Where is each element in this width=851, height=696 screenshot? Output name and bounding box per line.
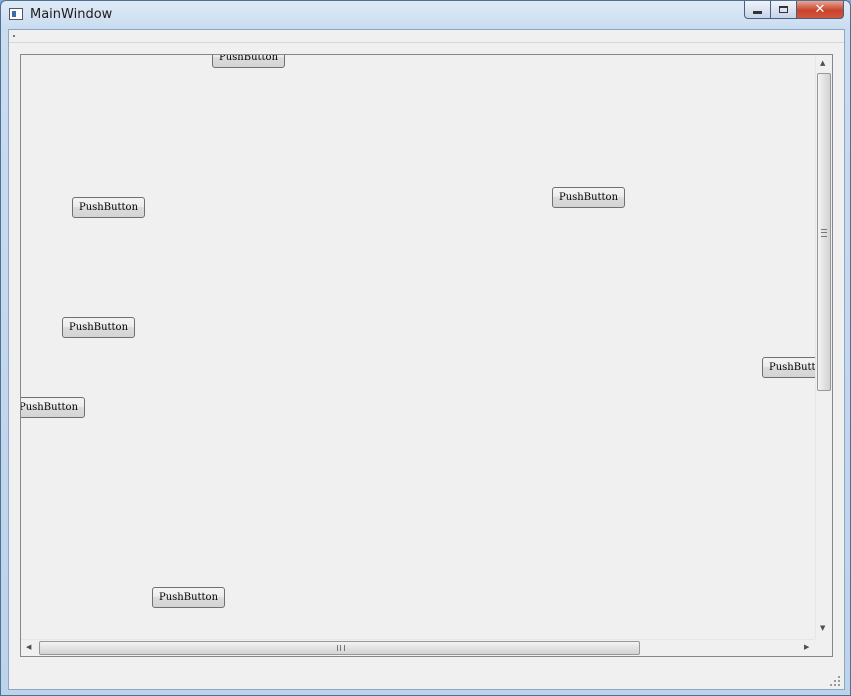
arrow-up-icon[interactable]: ▲ bbox=[820, 59, 826, 67]
close-button[interactable]: ✕ bbox=[797, 1, 844, 19]
vertical-scrollbar[interactable]: ▲ ▼ bbox=[815, 55, 832, 640]
push-button-7[interactable]: PushButton bbox=[152, 587, 225, 608]
app-window-icon[interactable] bbox=[9, 8, 23, 20]
horizontal-scrollbar[interactable]: ◀ ▶ bbox=[21, 639, 817, 656]
push-button-2[interactable]: PushButton bbox=[72, 197, 145, 218]
scroll-corner bbox=[815, 639, 832, 656]
horizontal-grip-icon bbox=[337, 645, 345, 651]
push-button-3[interactable]: PushButton bbox=[552, 187, 625, 208]
close-icon: ✕ bbox=[814, 2, 826, 17]
menu-bar-grip bbox=[13, 35, 15, 37]
horizontal-scroll-thumb[interactable] bbox=[39, 641, 640, 655]
client-area: PushButton PushButton PushButton PushBut… bbox=[8, 29, 845, 690]
vertical-scroll-thumb[interactable] bbox=[817, 73, 831, 391]
title-bar[interactable]: MainWindow ✕ bbox=[1, 1, 850, 29]
caption-buttons: ✕ bbox=[744, 1, 844, 20]
size-grip-icon[interactable] bbox=[830, 676, 840, 686]
arrow-left-icon[interactable]: ◀ bbox=[26, 643, 32, 651]
push-button-4[interactable]: PushButton bbox=[62, 317, 135, 338]
push-button-5[interactable]: PushButton bbox=[762, 357, 817, 378]
minimize-button[interactable] bbox=[744, 1, 771, 19]
vertical-grip-icon bbox=[821, 229, 827, 237]
maximize-button[interactable] bbox=[771, 1, 797, 19]
window-title: MainWindow bbox=[30, 7, 113, 22]
push-button-1[interactable]: PushButton bbox=[212, 55, 285, 68]
scroll-area[interactable]: PushButton PushButton PushButton PushBut… bbox=[20, 54, 833, 657]
arrow-right-icon[interactable]: ▶ bbox=[804, 643, 810, 651]
arrow-down-icon[interactable]: ▼ bbox=[820, 624, 826, 632]
minimize-icon bbox=[753, 11, 762, 14]
push-button-6[interactable]: PushButton bbox=[21, 397, 85, 418]
maximize-icon bbox=[779, 6, 788, 13]
scroll-viewport: PushButton PushButton PushButton PushBut… bbox=[21, 55, 817, 640]
menu-bar[interactable] bbox=[9, 30, 844, 43]
